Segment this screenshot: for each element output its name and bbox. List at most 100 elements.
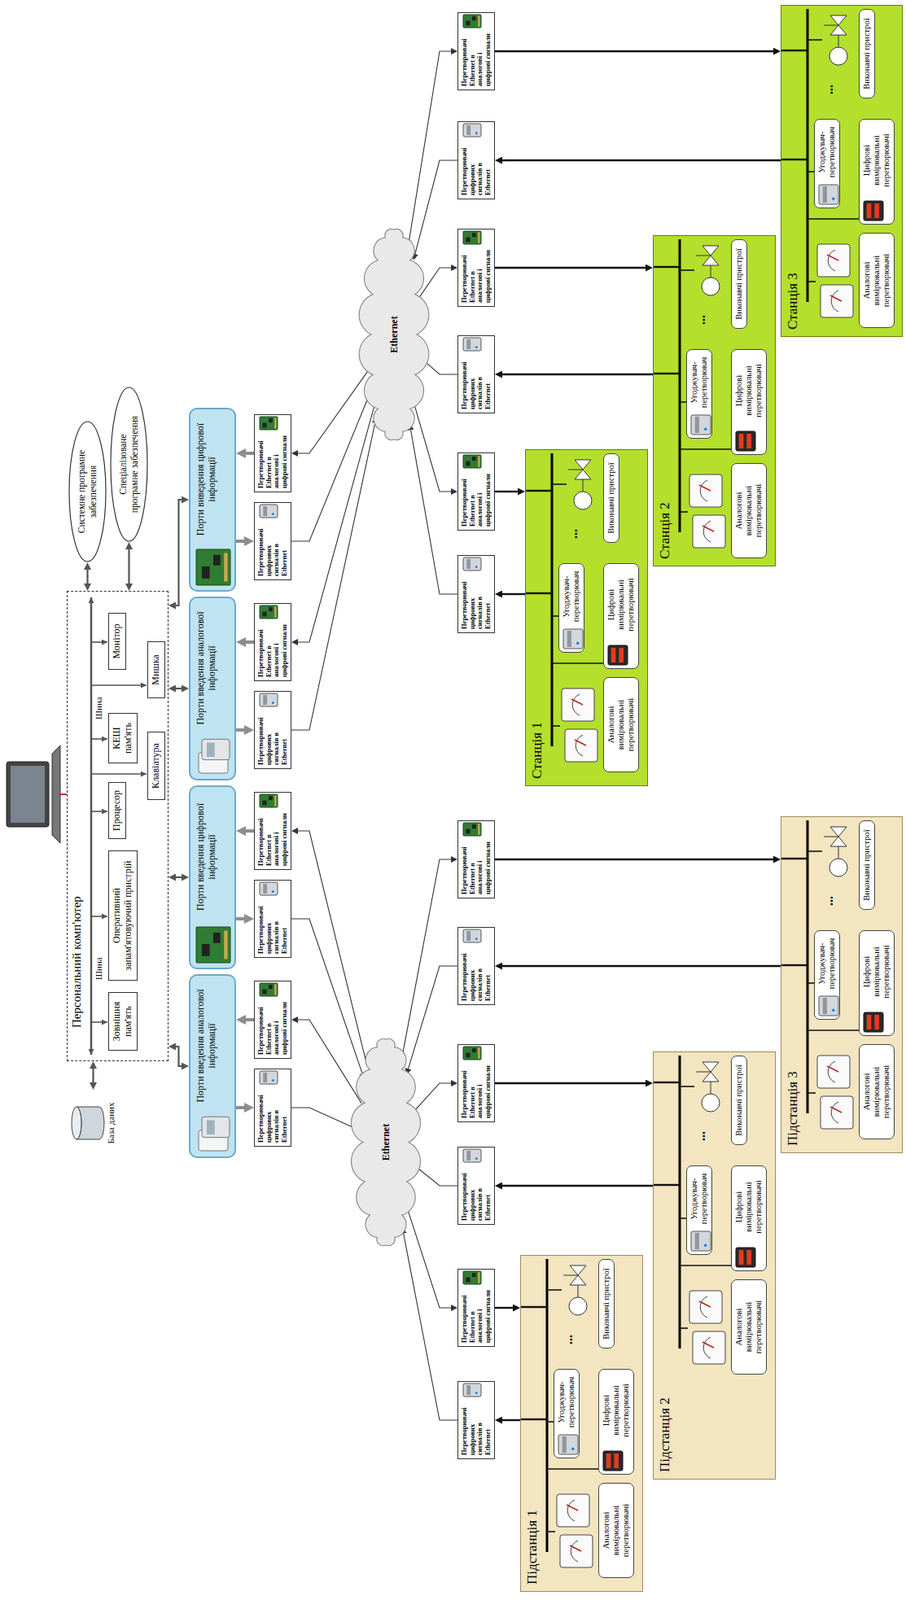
meter-icon	[556, 1494, 590, 1528]
node-text: Перетворювачі цифрових сигналів в Ethern…	[460, 573, 492, 630]
device-icon	[563, 629, 583, 649]
node-text: Виконавчі пристрої	[862, 13, 872, 95]
board-icon	[463, 1046, 482, 1060]
analog-meters-icon	[561, 688, 598, 762]
node-text: Цифрові вимірювальні перетворювачі	[862, 934, 892, 1010]
node-text: Перетворювачі цифрових сигналів в Ethern…	[460, 354, 492, 410]
board-chip	[213, 555, 221, 566]
device-wire	[807, 982, 815, 985]
board-chip	[472, 824, 477, 829]
device-icon	[691, 415, 711, 435]
laptop-base	[52, 745, 61, 844]
device-box: Угоджувач-перетворювач	[814, 930, 841, 1020]
device-icon	[463, 557, 482, 571]
bus-stub	[91, 810, 108, 813]
node-text: Зовнішня пам'ять	[111, 994, 135, 1049]
node-text: Перетворювачі цифрових сигналів в Ethern…	[257, 898, 289, 955]
bus-stub	[91, 773, 147, 775]
laptop-icon	[6, 745, 61, 844]
node-text: Цифрові вимірювальні перетворювачі	[601, 1373, 631, 1449]
converter-box: Перетворювачі Ethernet в аналогові і циф…	[457, 820, 495, 899]
meter-needle	[827, 1066, 839, 1073]
device-led	[704, 1243, 708, 1248]
bus-stub	[91, 915, 108, 918]
converter-box: Перетворювачі цифрових сигналів в Ethern…	[457, 121, 495, 200]
meter-scale	[570, 1540, 578, 1563]
station-panel: Станція 3Угоджувач-перетворювачАналогові…	[780, 4, 903, 338]
port-icon	[195, 1115, 232, 1153]
board-chip	[472, 232, 477, 237]
converter-icon	[462, 337, 482, 352]
node-text: Аналогові вимірювальні перетворювачі	[606, 681, 636, 769]
analog-meters-icon	[689, 1291, 726, 1365]
device-panel	[466, 1385, 471, 1396]
connector-arrow	[408, 966, 458, 1069]
meter-display	[611, 647, 617, 663]
converter-box: Перетворювачі цифрових сигналів в Ethern…	[253, 1068, 292, 1147]
converter-box: Перетворювачі цифрових сигналів в Ethern…	[457, 1146, 495, 1226]
valve-stem	[695, 1072, 711, 1073]
node-text: Перетворювачі Ethernet в аналогові і циф…	[460, 30, 492, 87]
node-text: Угоджувач-перетворювач	[689, 1169, 710, 1229]
node-text: Аналогові вимірювальні перетворювачі	[601, 1487, 631, 1575]
device-icon	[463, 123, 482, 137]
shaft-line	[838, 846, 840, 859]
device-led	[475, 565, 478, 569]
converter-icon	[462, 822, 482, 837]
device-icon	[818, 996, 839, 1016]
bus-feeder	[653, 266, 680, 268]
meter-display	[874, 203, 880, 219]
connector-arrow	[245, 640, 254, 644]
device-led	[831, 1008, 836, 1012]
meter-needle	[571, 699, 583, 705]
meter-icon	[561, 688, 595, 722]
device-box: Угоджувач-перетворювач	[558, 563, 585, 653]
meter-scale	[567, 1500, 575, 1522]
connector-arrow	[411, 1083, 451, 1115]
meter-icon	[817, 244, 850, 277]
converter-box: Перетворювачі цифрових сигналів в Ethern…	[253, 691, 292, 770]
device-box: Цифрові вимірювальні перетворювачі	[858, 930, 895, 1037]
meter-icon	[560, 1535, 593, 1568]
device-icon	[862, 200, 885, 222]
converter-box: Перетворювачі Ethernet в аналогові і циф…	[457, 12, 495, 91]
shaft-line	[838, 35, 840, 48]
bus-feeder	[653, 1081, 680, 1084]
converter-icon	[462, 230, 482, 246]
node-text: Монітор	[111, 615, 123, 668]
device-wire	[807, 218, 859, 220]
meter-display	[618, 647, 624, 663]
meter-icon	[863, 201, 884, 221]
converter-icon	[462, 454, 482, 469]
motor-symbol	[701, 1094, 720, 1112]
laptop-display	[10, 765, 45, 823]
board-chip	[268, 796, 273, 801]
converter-box: Перетворювачі Ethernet в аналогові і циф…	[457, 1269, 495, 1348]
node-text: Виконавчі пристрої	[734, 243, 745, 325]
port-panel: Порти введення цифрової інформації	[188, 785, 237, 970]
device-wire	[807, 280, 816, 283]
connector-arrow	[494, 858, 774, 861]
device-icon	[818, 184, 839, 205]
converter-icon	[258, 415, 279, 431]
bus-feeder	[520, 1306, 548, 1309]
meter-display	[874, 1015, 880, 1030]
ellipse-outline	[110, 387, 148, 542]
board-connector	[477, 1272, 480, 1284]
node-text: Порти введення аналогової інформації	[194, 980, 219, 1112]
device-led	[576, 641, 580, 645]
device-wire	[807, 850, 823, 853]
meter-display	[606, 1453, 612, 1469]
device-led	[704, 427, 708, 431]
port-icon	[195, 926, 232, 964]
device-panel	[695, 1233, 700, 1250]
board-chip	[465, 1053, 470, 1059]
component-box: Клавіатура	[147, 731, 166, 801]
board-icon	[463, 455, 482, 469]
device-wire	[551, 662, 604, 665]
device-panel	[822, 997, 828, 1015]
station-panel: Станція 1Угоджувач-перетворювачАналогові…	[525, 449, 648, 787]
connector-arrow	[175, 687, 182, 690]
board-icon	[259, 794, 278, 808]
device-icon	[259, 1071, 278, 1085]
